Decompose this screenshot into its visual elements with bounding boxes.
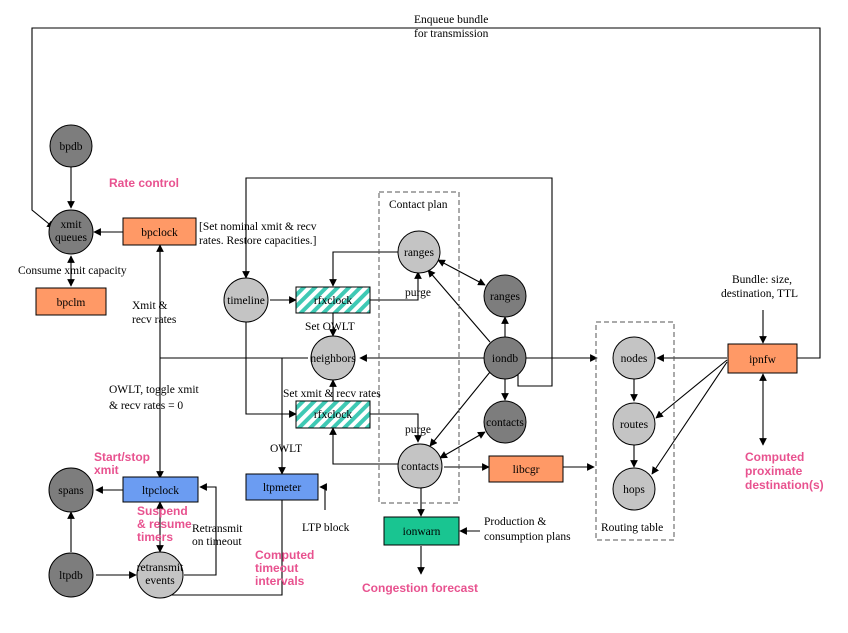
svg-text:ipnfw: ipnfw <box>749 354 777 366</box>
node-xmit-queues: xmit queues <box>48 209 94 255</box>
annotation-rate-control: Rate control <box>109 176 179 190</box>
node-hops: hops <box>612 467 656 511</box>
box-ipnfw: ipnfw <box>727 343 798 374</box>
annotation-computed-timeout-1: Computed <box>255 548 314 562</box>
node-neighbors: neighbors <box>310 335 356 381</box>
annotation-proximate-1: Computed <box>745 450 804 464</box>
annotation-start-stop-2: xmit <box>94 463 119 477</box>
contact-plan-group <box>378 191 460 504</box>
svg-text:ranges: ranges <box>404 247 435 259</box>
svg-text:neighbors: neighbors <box>310 353 356 365</box>
svg-text:bpclm: bpclm <box>57 297 86 309</box>
label-retransmit-timeout-1: Retransmit <box>192 523 243 535</box>
svg-text:libcgr: libcgr <box>513 464 540 476</box>
annotation-proximate-3: destination(s) <box>745 478 824 492</box>
node-bpdb: bpdb <box>49 124 93 168</box>
svg-text:ranges: ranges <box>490 291 521 303</box>
node-iondb: iondb <box>483 336 527 380</box>
annotation-suspend-3: timers <box>137 530 173 544</box>
svg-text:hops: hops <box>623 484 645 496</box>
label-xmit-recv-1: Xmit & <box>132 300 168 312</box>
label-enqueue-1: Enqueue bundle <box>414 14 488 26</box>
label-bundle-2: destination, TTL <box>721 288 798 300</box>
annotations: Rate control Start/stop xmit Suspend & r… <box>94 176 824 595</box>
box-ionwarn: ionwarn <box>383 516 460 546</box>
label-set-owlt: Set OWLT <box>305 321 355 333</box>
svg-text:routes: routes <box>620 419 649 431</box>
node-routes: routes <box>612 402 656 446</box>
label-contact-plan: Contact plan <box>389 199 448 211</box>
label-set-xmit-recv: Set xmit & recv rates <box>283 388 381 400</box>
label-owlt: OWLT <box>270 443 302 455</box>
label-production-2: consumption plans <box>484 531 571 543</box>
labels: Enqueue bundle for transmission [Set nom… <box>18 14 798 548</box>
svg-text:queues: queues <box>55 232 87 244</box>
label-enqueue-2: for transmission <box>414 28 489 40</box>
svg-text:timeline: timeline <box>227 295 265 307</box>
label-set-nominal-2: rates. Restore capacities.] <box>199 235 317 247</box>
label-xmit-recv-2: recv rates <box>132 314 177 326</box>
node-contacts-contact-plan: contacts <box>397 443 443 489</box>
node-spans: spans <box>48 467 94 513</box>
svg-text:nodes: nodes <box>621 353 648 365</box>
annotation-proximate-2: proximate <box>745 464 803 478</box>
box-bpclock: bpclock <box>122 217 197 246</box>
svg-text:ionwarn: ionwarn <box>403 526 441 538</box>
svg-text:spans: spans <box>58 485 84 497</box>
node-retransmit-events: retransmit events <box>136 551 184 599</box>
node-contacts-db: contacts <box>483 400 527 444</box>
svg-text:iondb: iondb <box>492 353 518 365</box>
label-set-nominal-1: [Set nominal xmit & recv <box>199 221 317 233</box>
label-purge-top: purge <box>405 287 431 299</box>
node-nodes: nodes <box>612 336 656 380</box>
svg-text:ltpdb: ltpdb <box>59 570 83 582</box>
svg-text:xmit: xmit <box>60 219 82 231</box>
label-bundle-1: Bundle: size, <box>732 274 792 286</box>
svg-text:bpclock: bpclock <box>141 227 178 239</box>
label-purge-bottom: purge <box>405 424 431 436</box>
label-ltp-block: LTP block <box>302 522 350 534</box>
box-bpclm: bpclm <box>35 287 107 316</box>
label-retransmit-timeout-2: on timeout <box>192 536 242 548</box>
box-rfxclock-top: rfxclock <box>295 286 371 314</box>
annotation-computed-timeout-2: timeout <box>255 561 298 575</box>
label-production-1: Production & <box>484 516 546 528</box>
svg-text:retransmit: retransmit <box>137 562 184 574</box>
node-ltpdb: ltpdb <box>48 552 94 598</box>
routing-table-group <box>595 321 675 541</box>
svg-text:events: events <box>145 575 175 587</box>
annotation-congestion: Congestion forecast <box>362 581 478 595</box>
svg-text:bpdb: bpdb <box>60 141 83 153</box>
svg-text:ltpmeter: ltpmeter <box>263 482 301 494</box>
svg-text:ltpclock: ltpclock <box>142 485 179 497</box>
svg-text:rfxclock: rfxclock <box>314 409 353 421</box>
label-routing-table: Routing table <box>601 522 663 534</box>
node-timeline: timeline <box>223 277 269 323</box>
annotation-computed-timeout-3: intervals <box>255 574 305 588</box>
node-ranges-db: ranges <box>483 274 527 318</box>
box-rfxclock-bottom: rfxclock <box>295 400 371 429</box>
box-libcgr: libcgr <box>488 455 564 483</box>
label-consume: Consume xmit capacity <box>18 265 127 277</box>
box-ltpclock: ltpclock <box>122 476 199 503</box>
label-owlt-toggle-1: OWLT, toggle xmit <box>109 384 200 396</box>
connectors <box>31 27 821 596</box>
annotation-suspend-1: Suspend <box>137 504 188 518</box>
label-owlt-toggle-2: & recv rates = 0 <box>109 400 183 412</box>
node-ranges-contact-plan: ranges <box>397 230 441 274</box>
annotation-suspend-2: & resume <box>137 517 192 531</box>
annotation-start-stop-1: Start/stop <box>94 450 150 464</box>
svg-text:rfxclock: rfxclock <box>314 295 353 307</box>
svg-text:contacts: contacts <box>486 417 524 429</box>
svg-text:contacts: contacts <box>401 461 439 473</box>
box-ltpmeter: ltpmeter <box>245 473 319 501</box>
